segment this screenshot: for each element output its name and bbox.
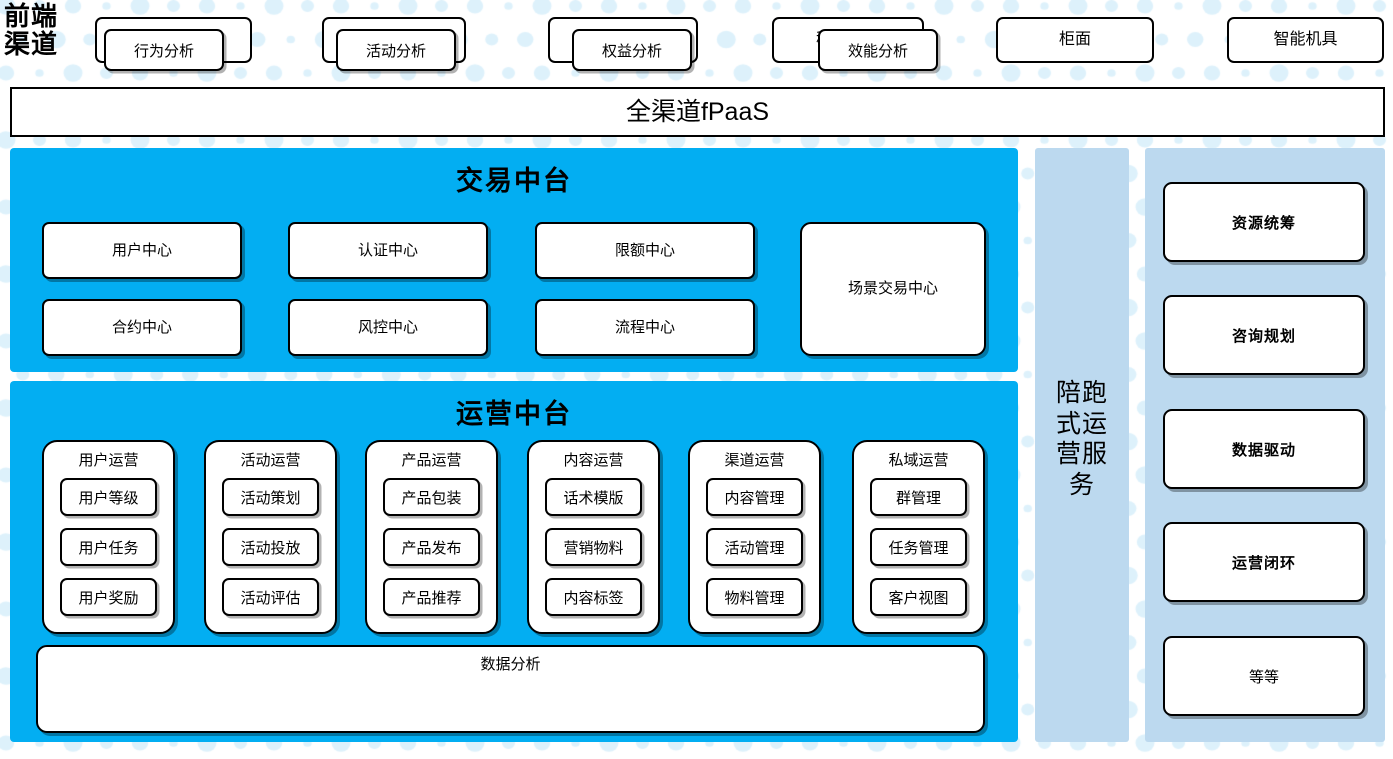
- svc-item-operation-closed-loop[interactable]: 运营闭环: [1163, 522, 1365, 602]
- trade-item-riskcontrol-center[interactable]: 风控中心: [288, 299, 488, 356]
- op-column-title: 渠道运营: [724, 452, 785, 469]
- op-item-material-management[interactable]: 物料管理: [706, 578, 803, 616]
- accompany-service-label-line1: 陪跑: [1055, 379, 1108, 407]
- accompany-service-label: 陪跑 式运 营服 务: [1035, 378, 1129, 500]
- svc-item-data-driven[interactable]: 数据驱动: [1163, 409, 1365, 489]
- trade-item-scenario-trade-center[interactable]: 场景交易中心: [800, 222, 986, 356]
- op-item-customer-view[interactable]: 客户视图: [870, 578, 967, 616]
- op-item-content-tag[interactable]: 内容标签: [545, 578, 642, 616]
- op-column-title: 私域运营: [888, 452, 949, 469]
- op-item-product-recommend[interactable]: 产品推荐: [383, 578, 480, 616]
- svc-item-resource-coordination[interactable]: 资源统筹: [1163, 182, 1365, 262]
- op-item-user-task[interactable]: 用户任务: [60, 528, 157, 566]
- op-item-activity-planning[interactable]: 活动策划: [222, 478, 319, 516]
- front-channel-label-line2: 渠道: [4, 30, 59, 60]
- da-item-activity-analysis[interactable]: 活动分析: [336, 29, 456, 71]
- op-item-product-release[interactable]: 产品发布: [383, 528, 480, 566]
- op-column-title: 内容运营: [563, 452, 624, 469]
- omnichannel-fpaas-bar[interactable]: 全渠道fPaaS: [10, 87, 1385, 137]
- data-analysis-container: 数据分析: [36, 645, 985, 733]
- accompany-service-label-line4: 务: [1068, 470, 1095, 499]
- op-item-content-management[interactable]: 内容管理: [706, 478, 803, 516]
- front-channel-label: 前端 渠道: [4, 2, 88, 60]
- op-item-script-template[interactable]: 话术模版: [545, 478, 642, 516]
- op-column-title: 产品运营: [401, 452, 462, 469]
- op-item-activity-management[interactable]: 活动管理: [706, 528, 803, 566]
- svc-item-etc[interactable]: 等等: [1163, 636, 1365, 716]
- op-column-title: 用户运营: [78, 452, 139, 469]
- trade-item-contract-center[interactable]: 合约中心: [42, 299, 242, 356]
- da-item-efficiency-analysis[interactable]: 效能分析: [818, 29, 938, 71]
- op-item-task-management[interactable]: 任务管理: [870, 528, 967, 566]
- da-item-behavior-analysis[interactable]: 行为分析: [104, 29, 224, 71]
- da-item-rights-analysis[interactable]: 权益分析: [572, 29, 692, 71]
- trade-center-title: 交易中台: [456, 166, 572, 196]
- trade-item-process-center[interactable]: 流程中心: [535, 299, 755, 356]
- op-column-title: 活动运营: [240, 452, 301, 469]
- trade-item-auth-center[interactable]: 认证中心: [288, 222, 488, 279]
- accompany-service-label-line3: 营服: [1055, 440, 1108, 468]
- trade-item-limit-center[interactable]: 限额中心: [535, 222, 755, 279]
- channel-item-smart-machine[interactable]: 智能机具: [1227, 17, 1384, 63]
- op-item-product-packaging[interactable]: 产品包装: [383, 478, 480, 516]
- svc-item-consulting-planning[interactable]: 咨询规划: [1163, 295, 1365, 375]
- op-item-user-level[interactable]: 用户等级: [60, 478, 157, 516]
- data-analysis-title: 数据分析: [480, 656, 541, 673]
- op-item-activity-delivery[interactable]: 活动投放: [222, 528, 319, 566]
- op-item-user-reward[interactable]: 用户奖励: [60, 578, 157, 616]
- channel-item-counter[interactable]: 柜面: [996, 17, 1154, 63]
- front-channel-label-line1: 前端: [4, 2, 59, 31]
- trade-item-user-center[interactable]: 用户中心: [42, 222, 242, 279]
- op-item-activity-evaluation[interactable]: 活动评估: [222, 578, 319, 616]
- op-item-group-management[interactable]: 群管理: [870, 478, 967, 516]
- op-item-marketing-material[interactable]: 营销物料: [545, 528, 642, 566]
- operation-center-title: 运营中台: [456, 399, 572, 429]
- accompany-service-label-line2: 式运: [1055, 409, 1108, 438]
